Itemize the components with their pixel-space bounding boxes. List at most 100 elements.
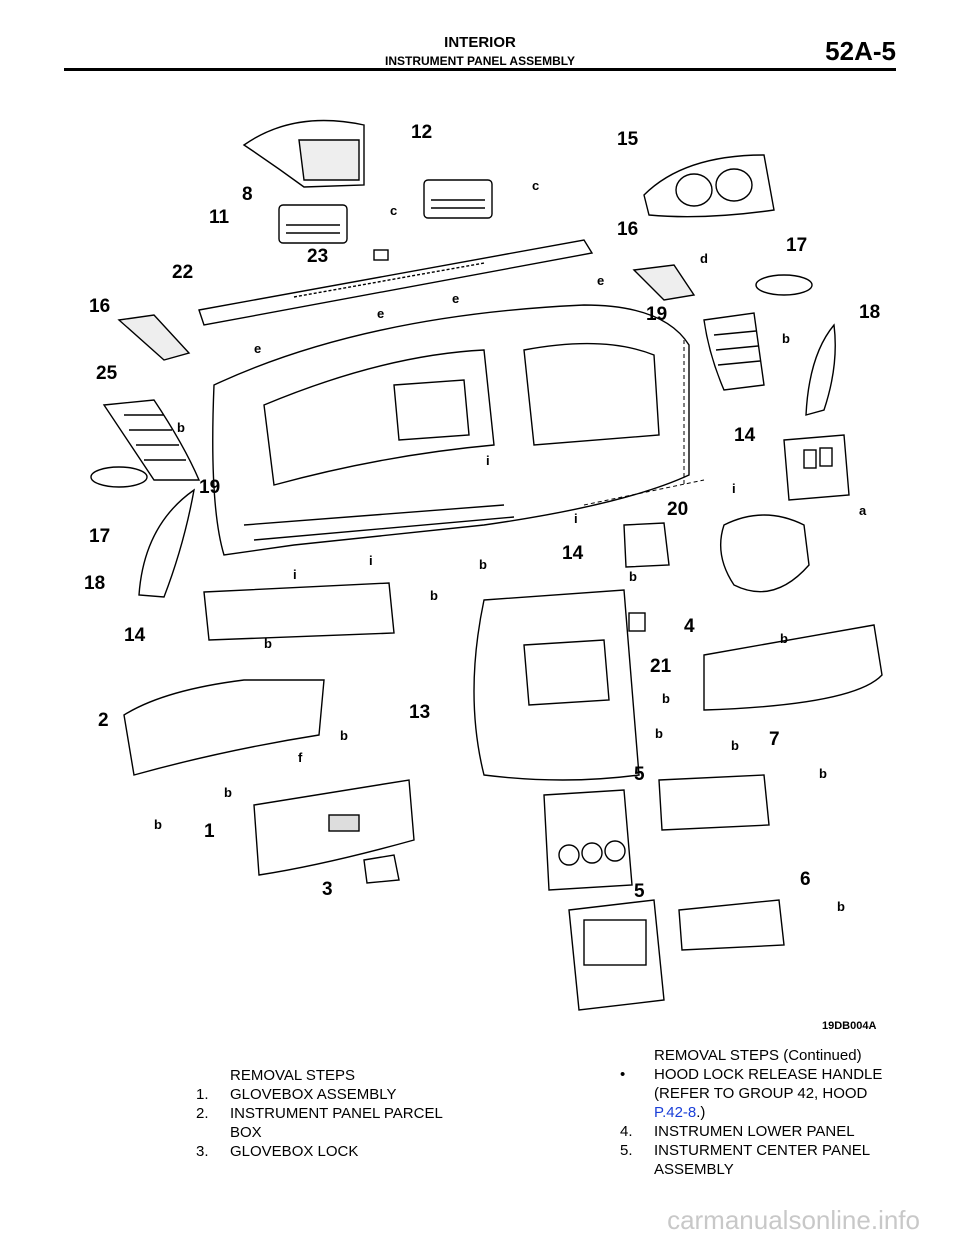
removal-step-bullet: • HOOD LOCK RELEASE HANDLE (REFER TO GRO… xyxy=(620,1065,895,1122)
callout-label: 8 xyxy=(242,184,253,205)
fastener-label: i xyxy=(574,511,578,526)
step-number: 2. xyxy=(196,1105,209,1122)
callout-label: 18 xyxy=(859,302,880,323)
fastener-label: i xyxy=(732,481,736,496)
callout-label: 14 xyxy=(734,425,756,446)
callout-label: 7 xyxy=(769,729,780,750)
callout-label: 17 xyxy=(786,235,807,256)
callout-label: 2 xyxy=(98,710,109,731)
step-text: INSTRUMENT PANEL PARCEL BOX xyxy=(230,1105,443,1141)
fastener-label: b xyxy=(629,569,637,584)
section-title: INTERIOR xyxy=(444,34,516,51)
callout-label: 11 xyxy=(209,207,230,228)
center-panel-5-upper xyxy=(543,789,633,891)
callout-label: 19 xyxy=(199,477,220,498)
fastener-label: c xyxy=(532,178,539,193)
callout-label: 3 xyxy=(322,879,333,900)
callout-label: 13 xyxy=(409,702,430,723)
fastener-label: b xyxy=(780,631,788,646)
bullet-marker: • xyxy=(620,1066,626,1083)
step-number: 4. xyxy=(620,1123,633,1140)
pocket-21 xyxy=(628,612,646,632)
step-number: 1. xyxy=(196,1086,209,1103)
lower-garnish-14 xyxy=(203,582,395,641)
callout-label: 5 xyxy=(634,764,645,785)
watermark: carmanualsonline.info xyxy=(667,1205,920,1235)
fastener-label: e xyxy=(597,273,604,288)
figure-id: 19DB004A xyxy=(822,1020,877,1032)
fastener-label: b xyxy=(340,728,348,743)
callout-label: 21 xyxy=(650,656,672,677)
removal-steps-heading-continued: REMOVAL STEPS (Continued) xyxy=(654,1047,862,1064)
fastener-label: b xyxy=(264,636,272,651)
fastener-label: b xyxy=(655,726,663,741)
callout-label: 25 xyxy=(96,363,118,384)
removal-step: 3. GLOVEBOX LOCK xyxy=(196,1142,466,1161)
center-stack-13 xyxy=(473,589,640,781)
removal-step: 2. INSTRUMENT PANEL PARCEL BOX xyxy=(196,1104,466,1142)
glovebox-lock-3 xyxy=(363,854,400,884)
removal-step: 4. INSTRUMEN LOWER PANEL xyxy=(620,1122,895,1141)
callout-label: 5 xyxy=(634,881,645,902)
fastener-label: b xyxy=(837,899,845,914)
fastener-label: i xyxy=(486,453,490,468)
removal-steps-right: REMOVAL STEPS (Continued) • HOOD LOCK RE… xyxy=(620,1046,895,1179)
callout-label: 12 xyxy=(411,122,432,143)
knee-garnish-14 xyxy=(623,522,670,568)
callout-label: 16 xyxy=(89,296,110,317)
tweeter-cover-left xyxy=(117,314,191,361)
step-number: 3. xyxy=(196,1143,209,1160)
side-vent-right xyxy=(703,312,765,391)
callout-label: 18 xyxy=(84,573,105,594)
fastener-label: b xyxy=(479,557,487,572)
callout-label: 19 xyxy=(646,304,667,325)
callout-label: 17 xyxy=(89,526,110,547)
fastener-label: i xyxy=(369,553,373,568)
callout-label: 22 xyxy=(172,262,193,283)
step-text: GLOVEBOX ASSEMBLY xyxy=(230,1086,397,1103)
fastener-label: b xyxy=(782,331,790,346)
parcel-box-2 xyxy=(123,679,325,776)
step-text: HOOD LOCK RELEASE HANDLE (REFER TO GROUP… xyxy=(654,1066,883,1102)
side-cover-left xyxy=(138,488,195,598)
callout-label: 1 xyxy=(204,821,215,842)
tweeter-cover-right xyxy=(632,264,696,301)
combination-meter xyxy=(643,154,775,218)
fastener-label: b xyxy=(819,766,827,781)
page-number: 52A-5 xyxy=(825,36,896,66)
removal-steps-left: REMOVAL STEPS 1. GLOVEBOX ASSEMBLY 2. IN… xyxy=(196,1066,466,1161)
removal-step: 1. GLOVEBOX ASSEMBLY xyxy=(196,1085,466,1104)
radio-unit-6 xyxy=(678,899,785,951)
lower-panel-4 xyxy=(703,624,883,711)
side-cover-right xyxy=(805,323,836,416)
fastener-label: e xyxy=(377,306,384,321)
steering-column-cover xyxy=(719,514,810,593)
callout-label: 23 xyxy=(307,246,328,267)
instrument-panel-main xyxy=(212,304,690,556)
removal-step: 5. INSTURMENT CENTER PANEL ASSEMBLY xyxy=(620,1141,895,1179)
fastener-label: a xyxy=(859,503,867,518)
clip-23 xyxy=(373,249,389,261)
callout-label: 14 xyxy=(124,625,146,646)
fastener-label: b xyxy=(177,420,185,435)
reference-link[interactable]: P.42-8 xyxy=(654,1104,697,1121)
fastener-label: b xyxy=(731,738,739,753)
subsection-title: INSTRUMENT PANEL ASSEMBLY xyxy=(384,54,576,68)
step-text-end: .) xyxy=(696,1104,706,1121)
fastener-label: b xyxy=(662,691,670,706)
fastener-label: b xyxy=(430,588,438,603)
callout-label: 4 xyxy=(684,616,695,637)
callout-label: 6 xyxy=(800,869,811,890)
fastener-label: d xyxy=(700,251,708,266)
callout-label: 16 xyxy=(617,219,638,240)
fastener-label: e xyxy=(254,341,261,356)
fastener-label: c xyxy=(390,203,397,218)
fastener-label: e xyxy=(452,291,459,306)
step-text: INSTURMENT CENTER PANEL ASSEMBLY xyxy=(654,1142,870,1178)
switch-panel-12 xyxy=(423,179,493,219)
callout-label: 15 xyxy=(617,129,639,150)
callout-label: 20 xyxy=(667,499,688,520)
center-panel-5-lower xyxy=(568,899,665,1011)
step-text: INSTRUMEN LOWER PANEL xyxy=(654,1123,855,1140)
fastener-label: b xyxy=(154,817,162,832)
